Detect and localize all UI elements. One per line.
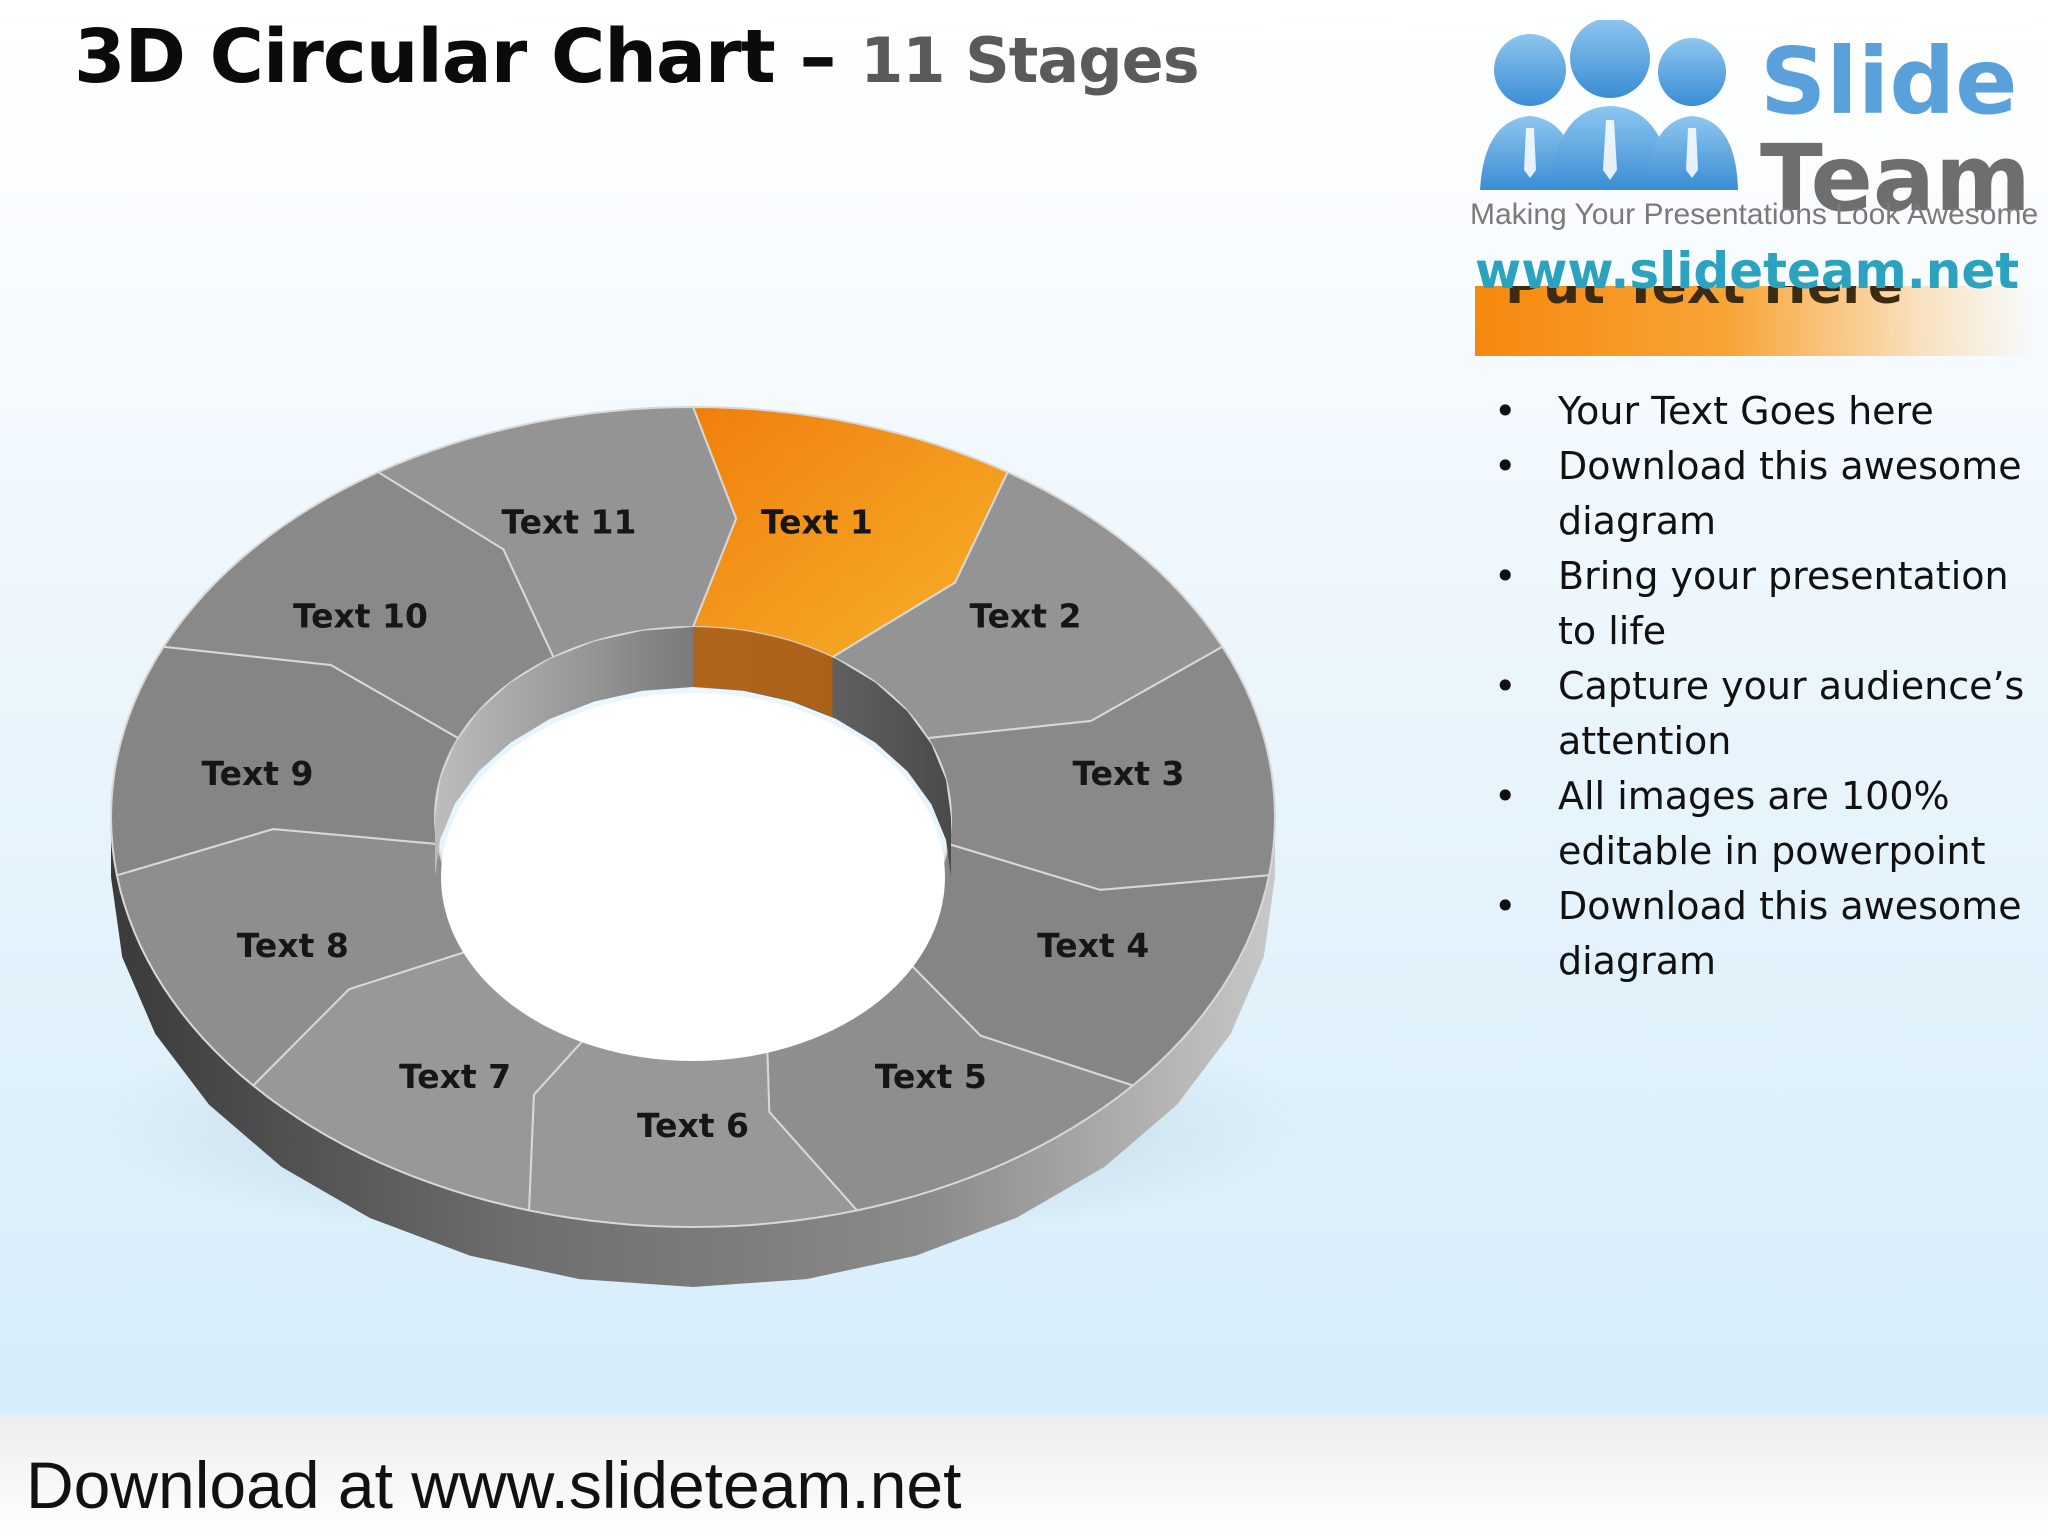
stage-label-9: Text 9 — [201, 754, 313, 793]
footer-bar: Download at www.slideteam.net — [0, 1415, 2048, 1536]
logo-url[interactable]: www.slideteam.net — [1475, 242, 2019, 300]
bullet-dot-icon: • — [1494, 659, 1516, 714]
bullet-dot-icon: • — [1494, 384, 1516, 439]
stage-label-8: Text 8 — [237, 926, 349, 965]
circular-diagram: Text 1 Text 2 Text 3 Text 4 Text 5 Text 6 Text… — [0, 0, 1400, 1300]
stage-label-4: Text 4 — [1037, 926, 1149, 965]
stage-label-3: Text 3 — [1072, 754, 1184, 793]
footer-download-text: Download at www.slideteam.net — [26, 1447, 961, 1523]
stage-label-1: Text 1 — [761, 503, 873, 542]
stage-label-10: Text 10 — [293, 596, 428, 635]
bullet-item: •Download this awesome diagram — [1488, 879, 2028, 989]
bullet-dot-icon: • — [1494, 769, 1516, 824]
bullet-list: •Your Text Goes here •Download this awes… — [1488, 384, 2028, 989]
stage-label-5: Text 5 — [875, 1057, 987, 1096]
bullet-item: •Bring your presentation to life — [1488, 549, 2028, 659]
bullet-item: •Capture your audience’s attention — [1488, 659, 2028, 769]
bullet-item: •Your Text Goes here — [1488, 384, 2028, 439]
bullet-item: •Download this awesome diagram — [1488, 439, 2028, 549]
bullet-item: •All images are 100% editable in powerpo… — [1488, 769, 2028, 879]
stage-label-2: Text 2 — [969, 596, 1081, 635]
stage-label-11: Text 11 — [502, 503, 637, 542]
stage-label-7: Text 7 — [399, 1057, 511, 1096]
bullet-dot-icon: • — [1494, 439, 1516, 494]
stage-label-6: Text 6 — [637, 1106, 749, 1145]
bullet-dot-icon: • — [1494, 879, 1516, 934]
ring-group: Text 1 Text 2 Text 3 Text 4 Text 5 Text 6 Text… — [111, 407, 1275, 1287]
logo-word-slide: Slide — [1760, 28, 2018, 135]
ring-center-hole — [441, 693, 945, 1061]
people-icon — [1470, 20, 1770, 205]
bullet-dot-icon: • — [1494, 549, 1516, 604]
logo-tagline: Making Your Presentations Look Awesome — [1470, 198, 2038, 232]
